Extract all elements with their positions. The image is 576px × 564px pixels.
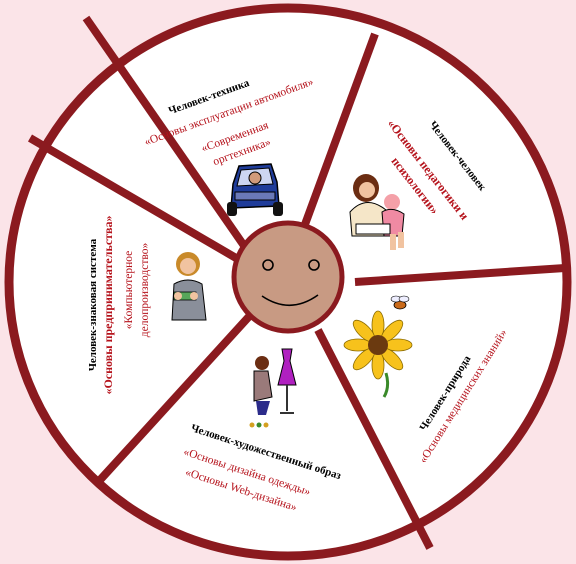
mother-reading-child-icon <box>349 174 405 250</box>
truck-driver-icon <box>227 163 283 216</box>
spoke-bottom-left <box>97 307 258 483</box>
segment-course: «Компьютерное <box>123 251 135 330</box>
spoke-left <box>27 134 239 262</box>
flower-bee-icon <box>343 295 413 398</box>
smiley-face-icon <box>231 220 345 334</box>
segment-course: делопроизводство» <box>139 243 151 338</box>
wheel-spokes <box>27 15 566 550</box>
spoke-top-left <box>82 15 251 253</box>
segment-sign-system: Человек-знаковая система «Основы предпри… <box>87 215 207 395</box>
spoke-top-right <box>296 32 379 240</box>
dressmaker-mannequin-icon <box>249 348 297 428</box>
businesswoman-money-icon <box>171 252 207 321</box>
spoke-bottom-right <box>314 328 434 550</box>
segment-course: «Основы предпринимательства» <box>101 215 115 394</box>
spoke-right <box>354 264 566 286</box>
segment-title: Человек-знаковая система <box>87 238 99 371</box>
